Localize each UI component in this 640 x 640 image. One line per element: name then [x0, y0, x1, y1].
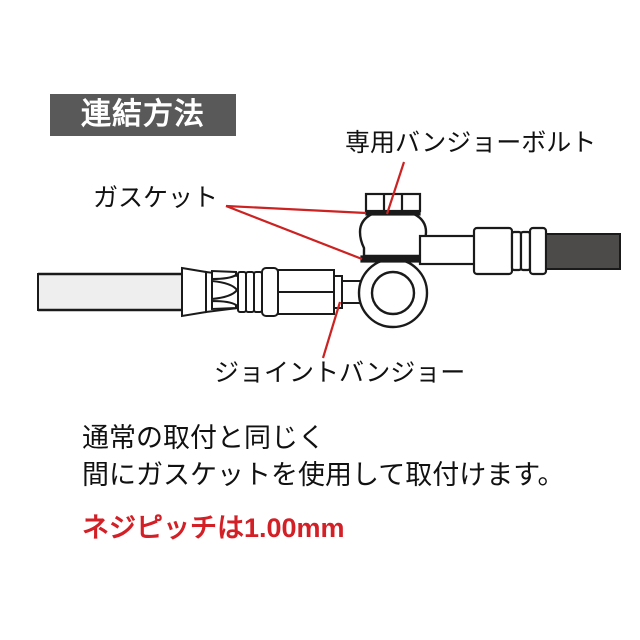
left-hose	[37, 272, 185, 312]
callout-label-gasket: ガスケット	[93, 184, 219, 212]
right-hose	[545, 233, 621, 270]
description-line-2: 間にガスケットを使用して取付けます。	[82, 460, 565, 491]
description-text: 通常の取付と同じく 間にガスケットを使用して取付けます。	[82, 420, 565, 495]
banjo-eye-ring	[357, 257, 429, 329]
left-hose-ferrule-rings	[237, 267, 279, 317]
leader-line-gasket-upper	[225, 204, 367, 215]
connector-tube	[418, 234, 482, 266]
banjo-sphere-body	[358, 212, 428, 258]
thread-pitch-note: ネジピッチは1.00mm	[82, 513, 345, 543]
description-line-1: 通常の取付と同じく	[82, 423, 325, 453]
section-header-banner: 連結方法	[50, 94, 236, 136]
section-header-title: 連結方法	[81, 98, 205, 131]
left-hose-crimp-sleeve	[181, 266, 239, 318]
leader-line-gasket-lower	[225, 204, 363, 261]
right-ferrule-rings	[510, 226, 548, 276]
joint-banjo-body	[277, 269, 369, 315]
callout-label-joint-banjo: ジョイントバンジョー	[214, 359, 466, 387]
leader-line-joint-banjo	[321, 301, 342, 359]
leader-line-banjo-bolt	[385, 161, 406, 215]
right-fitting-block	[472, 226, 514, 276]
callout-label-banjo-bolt: 専用バンジョーボルト	[345, 129, 597, 157]
